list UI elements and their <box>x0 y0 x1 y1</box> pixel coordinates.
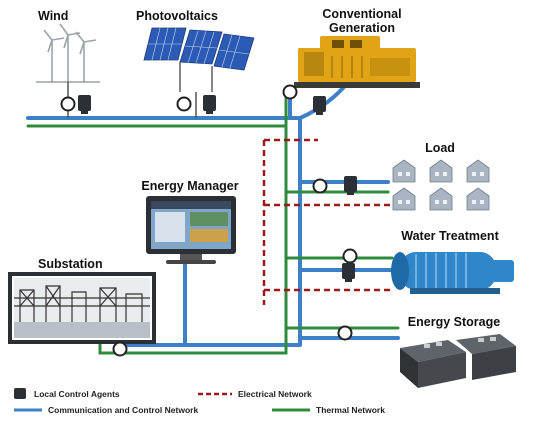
agent-substation <box>114 343 127 356</box>
energy-storage-units <box>400 334 516 388</box>
legend: Local Control Agents Electrical Network … <box>14 388 385 415</box>
legend-item-thermal-network: Thermal Network <box>272 405 385 415</box>
legend-label-thermal-network: Thermal Network <box>316 405 385 415</box>
legend-label-communication-network: Communication and Control Network <box>48 405 198 415</box>
agent-storage <box>339 327 352 340</box>
label-energy-storage: Energy Storage <box>408 315 500 329</box>
house <box>430 188 452 210</box>
wind-turbine <box>76 32 96 82</box>
water-treatment-pump <box>391 252 514 294</box>
house <box>393 160 415 182</box>
pv-array <box>144 28 254 92</box>
house <box>393 188 415 210</box>
legend-item-electrical-network: Electrical Network <box>198 389 312 399</box>
label-photovoltaics: Photovoltaics <box>136 9 218 23</box>
agent-wind <box>62 95 92 114</box>
label-energy-manager: Energy Manager <box>141 179 238 193</box>
load-houses <box>393 160 489 210</box>
label-conventional-line2: Generation <box>329 21 395 35</box>
electrical-network-lines <box>264 140 392 305</box>
legend-item-local-control-agents: Local Control Agents <box>14 388 120 399</box>
legend-swatch-agent <box>14 388 26 399</box>
label-water-treatment: Water Treatment <box>401 229 499 243</box>
wind-turbines <box>44 24 96 82</box>
legend-label-local-control-agents: Local Control Agents <box>34 389 120 399</box>
label-wind: Wind <box>38 9 68 23</box>
legend-label-electrical-network: Electrical Network <box>238 389 312 399</box>
label-substation: Substation <box>38 257 103 271</box>
wind-turbine <box>44 30 64 82</box>
substation-image <box>10 274 154 342</box>
agent-water <box>342 250 357 283</box>
legend-item-communication-network: Communication and Control Network <box>14 405 198 415</box>
house <box>467 160 489 182</box>
house <box>467 188 489 210</box>
label-conventional-line1: Conventional <box>322 7 401 21</box>
conventional-generator <box>294 36 420 88</box>
energy-manager-computer <box>146 196 236 264</box>
house <box>430 160 452 182</box>
label-load: Load <box>425 141 455 155</box>
